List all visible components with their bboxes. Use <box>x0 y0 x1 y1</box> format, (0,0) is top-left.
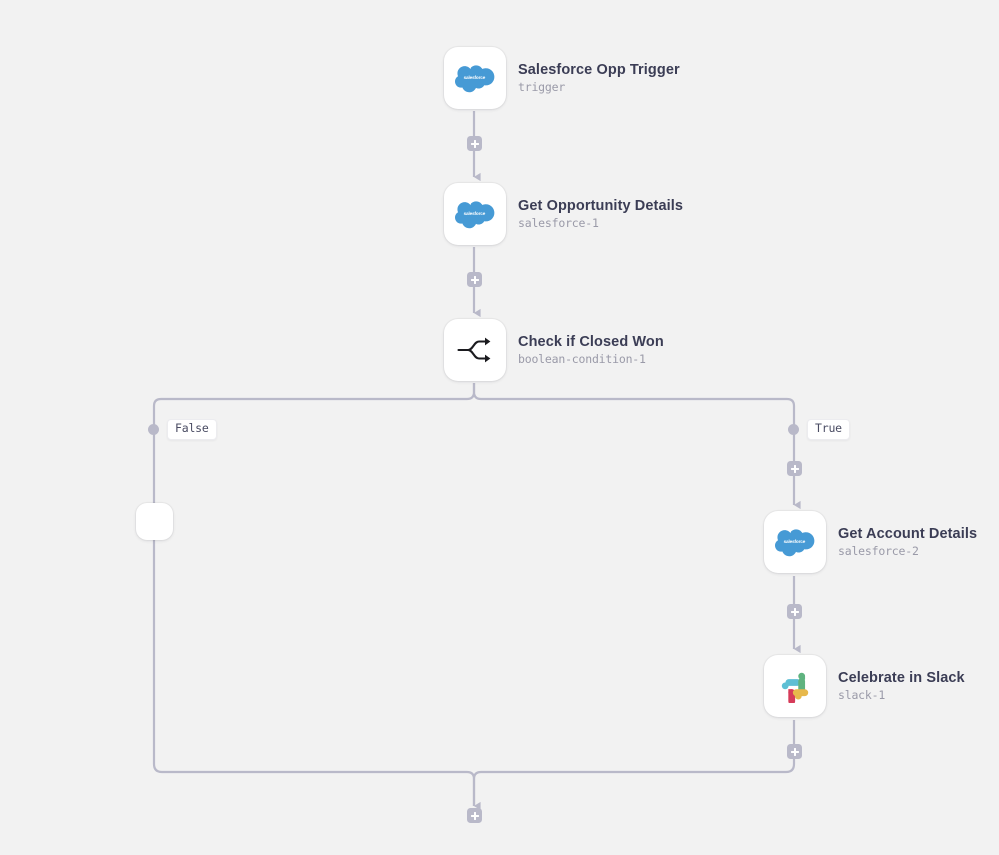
slack-logo-icon <box>781 672 809 703</box>
svg-text:salesforce: salesforce <box>784 539 806 544</box>
node-text: Salesforce Opp Trigger trigger <box>518 62 680 94</box>
true-branch-dot[interactable] <box>788 424 799 435</box>
false-branch-dot[interactable] <box>148 424 159 435</box>
workflow-node-trigger[interactable]: salesforce Salesforce Opp Trigger trigge… <box>444 47 680 109</box>
node-subtitle: salesforce-1 <box>518 215 599 230</box>
node-title: Check if Closed Won <box>518 334 664 351</box>
node-icon-box[interactable] <box>764 655 826 717</box>
node-title: Get Account Details <box>838 526 978 543</box>
add-node-button-after-salesforce-1[interactable] <box>467 272 482 287</box>
node-text: Check if Closed Won boolean-condition-1 <box>518 334 664 366</box>
svg-text:salesforce: salesforce <box>464 211 486 216</box>
node-subtitle: boolean-condition-1 <box>518 351 646 366</box>
salesforce-cloud-icon: salesforce <box>455 201 495 229</box>
node-subtitle: slack-1 <box>838 687 886 702</box>
branch-split-icon <box>457 337 491 363</box>
node-icon-box[interactable]: salesforce <box>444 47 506 109</box>
workflow-node-slack-1[interactable]: Celebrate in Slack slack-1 <box>764 655 965 717</box>
node-text: Celebrate in Slack slack-1 <box>838 670 965 702</box>
add-node-button-after-merge[interactable] <box>467 808 482 823</box>
node-subtitle: salesforce-2 <box>838 543 919 558</box>
node-text: Get Opportunity Details salesforce-1 <box>518 198 683 230</box>
workflow-node-salesforce-1[interactable]: salesforce Get Opportunity Details sales… <box>444 183 683 245</box>
node-text: Get Account Details salesforce-2 <box>838 526 977 558</box>
workflow-node-boolean-condition-1[interactable]: Check if Closed Won boolean-condition-1 <box>444 319 664 381</box>
node-title: Get Opportunity Details <box>518 198 684 215</box>
node-subtitle: trigger <box>518 79 566 94</box>
node-title: Salesforce Opp Trigger <box>518 62 680 79</box>
add-node-button-true-branch-first[interactable] <box>787 461 802 476</box>
node-title: Celebrate in Slack <box>838 670 965 687</box>
node-icon-box[interactable]: salesforce <box>444 183 506 245</box>
add-node-button-after-slack-1[interactable] <box>787 744 802 759</box>
true-branch-label[interactable]: True <box>807 419 850 440</box>
svg-text:salesforce: salesforce <box>464 75 486 80</box>
add-node-button-after-trigger[interactable] <box>467 136 482 151</box>
salesforce-cloud-icon: salesforce <box>775 529 815 557</box>
node-icon-box[interactable] <box>444 319 506 381</box>
salesforce-cloud-icon: salesforce <box>455 65 495 93</box>
node-icon-box[interactable]: salesforce <box>764 511 826 573</box>
false-branch-label[interactable]: False <box>167 419 217 440</box>
add-node-button-after-salesforce-2[interactable] <box>787 604 802 619</box>
workflow-node-salesforce-2[interactable]: salesforce Get Account Details salesforc… <box>764 511 977 573</box>
false-branch-empty-node[interactable] <box>136 503 173 540</box>
